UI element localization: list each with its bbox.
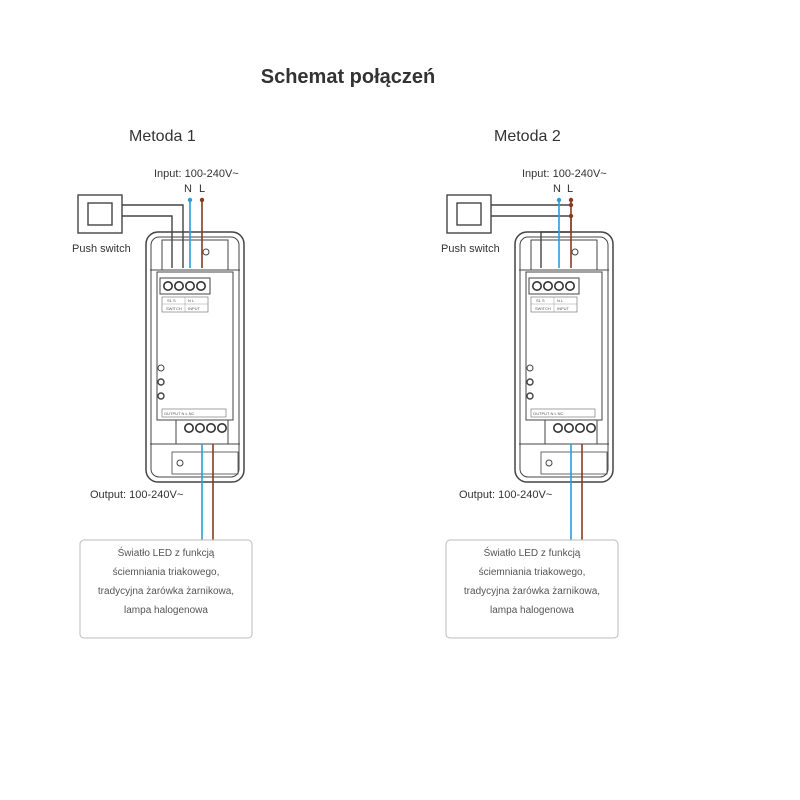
method-2-diagram	[445, 194, 619, 639]
method-1-title: Metoda 1	[129, 128, 196, 145]
method-2-dimmer-device	[514, 231, 614, 483]
method-1-load-box	[79, 539, 253, 639]
method-2-input-label: Input: 100-240V~	[522, 168, 607, 180]
load-line: Światło LED z funkcją	[117, 548, 215, 559]
method-2-load-description: Światło LED z funkcją ściemniania triako…	[446, 544, 618, 620]
method-2-switch-label: Push switch	[441, 243, 500, 255]
method-1-switch-wire	[122, 204, 184, 268]
method-1-neutral-label: N	[184, 183, 192, 195]
load-line: ściemniania triakowego,	[478, 567, 586, 578]
load-line: tradycyjna żarówka żarnikowa,	[97, 586, 235, 597]
page-title: Schemat połączeń	[260, 66, 436, 88]
method-1-load-description: Światło LED z funkcją ściemniania triako…	[80, 544, 252, 620]
method-1-switch-label: Push switch	[72, 243, 131, 255]
load-line: lampa halogenowa	[124, 605, 208, 616]
method-1-input-label: Input: 100-240V~	[154, 168, 239, 180]
method-1-live-label: L	[199, 183, 206, 195]
method-1-output-label: Output: 100-240V~	[90, 489, 184, 501]
method-2-output-label: Output: 100-240V~	[459, 489, 553, 501]
method-1-diagram	[77, 194, 253, 639]
method-1-switch-wire-2	[122, 215, 173, 268]
method-1-dimmer-device	[145, 231, 245, 483]
method-2-neutral-label: N	[553, 183, 561, 195]
load-line: lampa halogenowa	[490, 605, 574, 616]
method-2-title: Metoda 2	[494, 128, 561, 145]
load-line: Światło LED z funkcją	[483, 548, 581, 559]
method-2-live-label: L	[567, 183, 574, 195]
method-2-load-box	[445, 539, 619, 639]
load-line: ściemniania triakowego,	[112, 567, 220, 578]
load-line: tradycyjna żarówka żarnikowa,	[463, 586, 601, 597]
